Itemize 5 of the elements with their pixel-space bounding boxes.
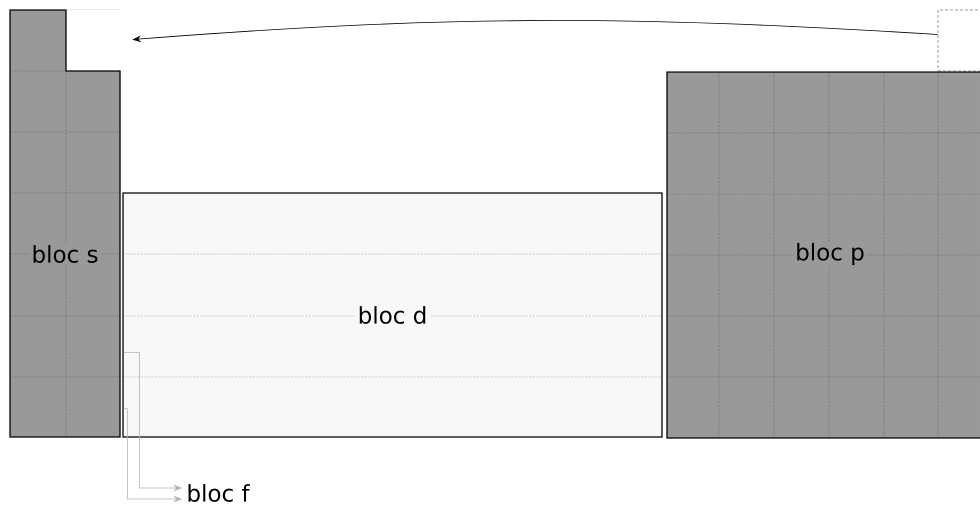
block-region: bloc d <box>122 192 663 438</box>
block-region: bloc p <box>666 71 980 439</box>
block-label: bloc f <box>188 484 250 502</box>
empty-cell <box>938 10 980 72</box>
block-region: bloc s <box>9 9 121 438</box>
